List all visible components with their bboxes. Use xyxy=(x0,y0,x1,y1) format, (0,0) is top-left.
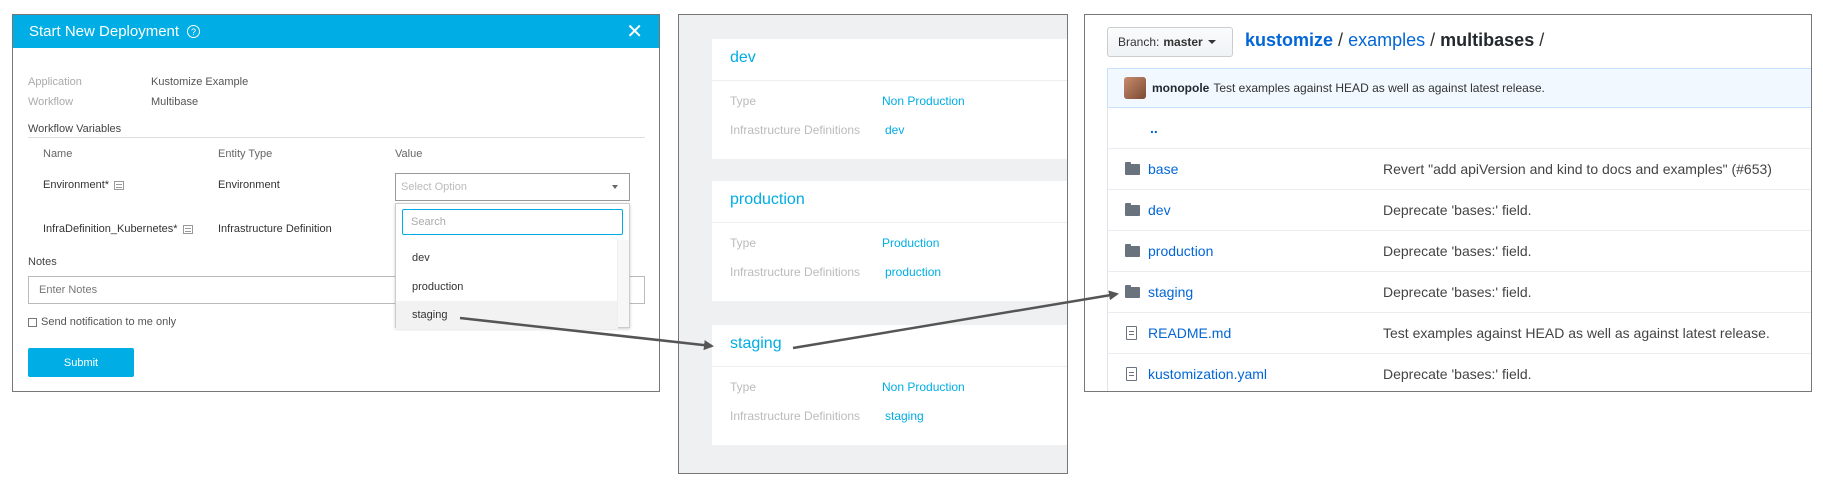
note-icon[interactable] xyxy=(182,224,193,234)
caret-down-icon xyxy=(1207,40,1216,44)
submit-button[interactable]: Submit xyxy=(28,348,134,377)
list-item: staging Deprecate 'bases:' field. xyxy=(1108,272,1811,313)
env-infra-label: Infrastructure Definitions xyxy=(730,265,861,279)
list-item: .. xyxy=(1108,108,1811,149)
commit-author[interactable]: monopole xyxy=(1152,81,1210,95)
env-infra-value[interactable]: staging xyxy=(885,409,924,423)
environments-panel: dev Type Non Production Infrastructure D… xyxy=(678,14,1068,474)
folder-icon xyxy=(1125,243,1140,257)
commit-message[interactable]: Test examples against HEAD as well as ag… xyxy=(1213,81,1545,95)
branch-select-button[interactable]: Branch:master xyxy=(1107,27,1233,57)
caret-down-icon xyxy=(612,185,618,189)
file-commit-message[interactable]: Deprecate 'bases:' field. xyxy=(1383,284,1532,300)
file-name[interactable]: base xyxy=(1148,161,1179,177)
env-card-staging: staging Type Non Production Infrastructu… xyxy=(712,325,1067,445)
env-name[interactable]: dev xyxy=(730,49,756,66)
branch-name: master xyxy=(1163,35,1203,49)
notify-checkbox-label: Send notification to me only xyxy=(41,316,177,328)
breadcrumb-current: multibases xyxy=(1440,30,1535,50)
variable-name-environment: Environment* xyxy=(43,179,125,191)
latest-commit-bar: monopole Test examples against HEAD as w… xyxy=(1107,68,1811,108)
file-name[interactable]: production xyxy=(1148,243,1214,259)
parent-directory-link[interactable]: .. xyxy=(1150,120,1158,136)
env-type-label: Type xyxy=(730,380,757,394)
start-deployment-dialog: Start New Deployment ? ✕ Application Kus… xyxy=(12,14,660,392)
env-infra-label: Infrastructure Definitions xyxy=(730,123,861,137)
notify-checkbox[interactable] xyxy=(28,318,37,327)
list-item: kustomization.yaml Deprecate 'bases:' fi… xyxy=(1108,354,1811,391)
notes-input[interactable]: Enter Notes xyxy=(28,276,645,304)
section-divider xyxy=(28,137,645,138)
environment-dropdown: Search dev production staging xyxy=(395,203,630,329)
dialog-header: Start New Deployment ? ✕ xyxy=(13,15,659,48)
folder-icon xyxy=(1125,202,1140,216)
env-name[interactable]: production xyxy=(730,191,805,208)
github-repo-panel: Branch:master kustomize / examples / mul… xyxy=(1084,14,1812,392)
env-infra-value[interactable]: dev xyxy=(885,123,905,137)
file-icon xyxy=(1126,367,1137,381)
dropdown-option-production[interactable]: production xyxy=(412,281,464,293)
breadcrumb-examples[interactable]: examples xyxy=(1348,30,1426,50)
avatar[interactable] xyxy=(1124,77,1146,99)
column-value: Value xyxy=(395,148,423,160)
variable-name-infra: InfraDefinition_Kubernetes* xyxy=(43,223,193,235)
notes-label: Notes xyxy=(28,256,57,268)
list-item: production Deprecate 'bases:' field. xyxy=(1108,231,1811,272)
list-item: README.md Test examples against HEAD as … xyxy=(1108,313,1811,354)
env-type-label: Type xyxy=(730,236,757,250)
workflow-value: Multibase xyxy=(151,96,199,108)
select-placeholder: Select Option xyxy=(401,181,468,193)
folder-icon xyxy=(1125,284,1140,298)
note-icon[interactable] xyxy=(114,180,125,190)
dropdown-option-staging[interactable]: staging xyxy=(396,301,618,329)
close-icon[interactable]: ✕ xyxy=(626,20,643,43)
breadcrumb-root[interactable]: kustomize xyxy=(1245,30,1334,50)
dropdown-search-input[interactable]: Search xyxy=(402,209,623,235)
dropdown-option-dev[interactable]: dev xyxy=(412,252,430,264)
list-item: base Revert "add apiVersion and kind to … xyxy=(1108,149,1811,190)
application-value: Kustomize Example xyxy=(151,76,249,88)
env-card-dev: dev Type Non Production Infrastructure D… xyxy=(712,39,1067,159)
file-icon xyxy=(1126,326,1137,340)
env-type-value[interactable]: Non Production xyxy=(882,380,965,394)
list-item: dev Deprecate 'bases:' field. xyxy=(1108,190,1811,231)
column-name: Name xyxy=(43,148,73,160)
folder-icon xyxy=(1125,161,1140,175)
column-entity-type: Entity Type xyxy=(218,148,273,160)
dialog-title: Start New Deployment xyxy=(29,23,180,40)
file-list: .. base Revert "add apiVersion and kind … xyxy=(1107,108,1811,391)
env-infra-value[interactable]: production xyxy=(885,265,942,279)
dropdown-scrollbar[interactable] xyxy=(617,240,629,327)
file-name[interactable]: staging xyxy=(1148,284,1194,300)
workflow-label: Workflow xyxy=(28,96,74,108)
file-name[interactable]: kustomization.yaml xyxy=(1148,366,1268,382)
application-label: Application xyxy=(28,76,82,88)
file-commit-message[interactable]: Deprecate 'bases:' field. xyxy=(1383,243,1532,259)
environment-select[interactable]: Select Option xyxy=(395,173,630,201)
env-card-production: production Type Production Infrastructur… xyxy=(712,181,1067,301)
env-type-value[interactable]: Non Production xyxy=(882,94,965,108)
env-divider xyxy=(712,80,1067,81)
env-type-label: Type xyxy=(730,94,757,108)
file-name[interactable]: README.md xyxy=(1148,325,1232,341)
breadcrumb: kustomize / examples / multibases / xyxy=(1245,30,1545,50)
variable-type-environment: Environment xyxy=(218,179,280,191)
variable-type-infra: Infrastructure Definition xyxy=(218,223,332,235)
env-divider xyxy=(712,366,1067,367)
file-commit-message[interactable]: Test examples against HEAD as well as ag… xyxy=(1383,325,1770,341)
file-commit-message[interactable]: Revert "add apiVersion and kind to docs … xyxy=(1383,161,1772,177)
file-name[interactable]: dev xyxy=(1148,202,1171,218)
file-commit-message[interactable]: Deprecate 'bases:' field. xyxy=(1383,202,1532,218)
env-type-value[interactable]: Production xyxy=(882,236,940,250)
env-infra-label: Infrastructure Definitions xyxy=(730,409,861,423)
env-divider xyxy=(712,222,1067,223)
help-icon[interactable]: ? xyxy=(187,25,201,38)
env-name[interactable]: staging xyxy=(730,335,782,352)
workflow-variables-label: Workflow Variables xyxy=(28,123,122,135)
file-commit-message[interactable]: Deprecate 'bases:' field. xyxy=(1383,366,1532,382)
